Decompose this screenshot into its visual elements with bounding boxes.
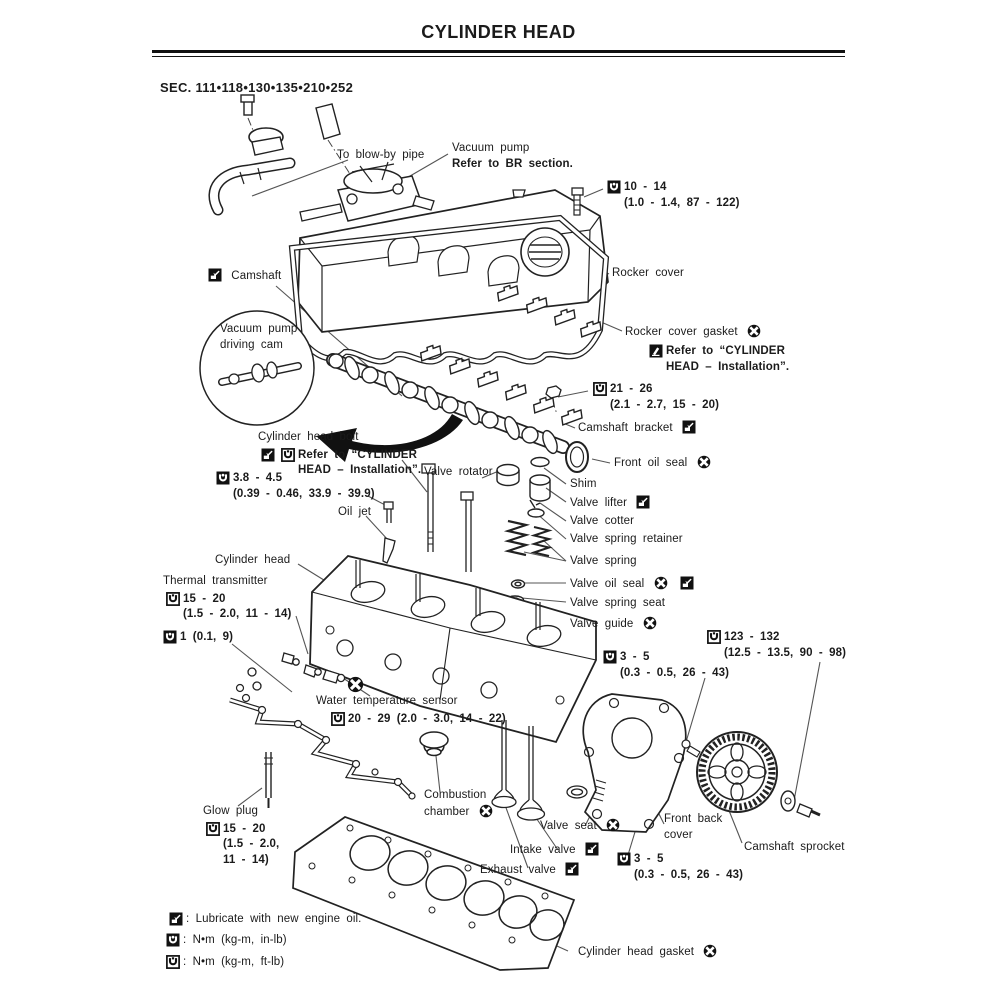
replace-icon [703,944,717,958]
label-exhaust-valve: Exhaust valve [480,862,582,879]
torque-ftlb-icon [593,382,607,396]
lubricate-icon [636,495,650,509]
replace-icon [747,324,761,338]
lubricate-icon [682,420,696,434]
replace-icon [606,818,620,832]
label-cylinder-head-bolt: Cylinder head bolt Refer to “CYLINDER HE… [258,431,422,477]
section-code: SEC. 111•118•130•135•210•252 [160,80,354,95]
label-valve-oil-seal: Valve oil seal [570,576,697,593]
torque-inlb-icon [603,650,617,664]
torque-ftlb-icon [331,711,345,726]
page-title: CYLINDER HEAD [421,22,576,42]
legend-lubricate: : Lubricate with new engine oil. [166,912,361,928]
lubricate-icon [169,912,183,926]
lubricate-icon [565,862,579,876]
legend-torque-inlb: : N•m (kg-m, in-lb) [163,933,287,949]
replace-icon [654,576,668,590]
label-front-back-cover: Front back cover [664,813,723,841]
rocker-cover-gasket-drawing [288,214,610,365]
replace-icon [347,676,364,693]
head-gasket-drawing [292,816,576,971]
torque-inlb-icon [216,471,230,485]
callout-cover-torque: 3 - 5 (0.3 - 0.5, 26 - 43) [600,650,729,681]
header-rule-thin [152,56,845,57]
label-oil-jet: Oil jet [338,506,372,518]
label-water-temperature-sensor: Water temperature sensor 20 - 29 (2.0 - … [316,695,506,726]
label-shim: Shim [570,478,597,490]
callout-oil-jet-torque: 3.8 - 4.5 (0.39 - 0.46, 33.9 - 39.9) [213,471,375,502]
sensors-drawing [247,652,346,691]
label-vacuum-pump: Vacuum pump Refer to BR section. [452,142,573,170]
header-rule-thick [152,50,845,53]
torque-inlb-icon [163,630,177,644]
lubricate-icon [680,576,694,590]
legend-torque-ftlb: : N•m (kg-m, ft-lb) [163,955,284,971]
label-valve-guide: Valve guide [570,616,660,633]
label-valve-seat: Valve seat [540,818,623,835]
label-valve-cotter: Valve cotter [570,515,635,527]
torque-inlb-icon [166,933,180,947]
torque-ftlb-icon [166,955,180,969]
driving-cam-inset-drawing [199,310,463,462]
label-valve-lifter: Valve lifter [570,495,653,512]
vacuum-pump-drawing [299,161,435,222]
label-valve-spring-seat: Valve spring seat [570,597,666,609]
camshaft-drawing [326,353,570,455]
label-combustion-chamber: Combustion chamber [424,788,496,820]
head-bolts-drawing [382,463,474,572]
cylinder-head-drawing [309,555,597,744]
label-camshaft: Camshaft [205,268,281,285]
camshaft-sprocket-drawing [696,731,821,818]
note-gasket-refer: Refer to “CYLINDER HEAD – Installation”. [646,344,789,375]
torque-inlb-icon [607,180,621,194]
lubricate-icon [261,448,275,462]
label-camshaft-bracket: Camshaft bracket [578,420,699,437]
sealant-icon [649,344,663,358]
breather-parts-drawing [208,94,341,216]
label-blow-by-pipe: To blow-by pipe [337,149,425,161]
label-valve-spring: Valve spring [570,555,637,567]
label-intake-valve: Intake valve [510,842,602,859]
combustion-chamber-drawing [419,731,449,757]
replace-icon [643,616,657,630]
callout-seat-torque: 3 - 5 (0.3 - 0.5, 26 - 43) [614,852,743,883]
label-valve-rotator: Valve rotator [424,466,493,478]
callout-small-torque: 1 (0.1, 9) [160,630,233,646]
torque-ftlb-icon [707,630,721,644]
label-rocker-cover: Rocker cover [612,267,684,279]
torque-ftlb-icon [166,591,180,606]
front-oil-seal-drawing [565,441,589,473]
label-camshaft-sprocket: Camshaft sprocket [744,841,845,853]
label-cylinder-head-gasket: Cylinder head gasket [578,944,720,961]
replace-icon [697,455,711,469]
glow-plug-rail-drawing [229,683,416,808]
camshaft-brackets-drawing [419,283,603,426]
label-front-oil-seal: Front oil seal [614,455,714,472]
torque-ftlb-icon [206,821,220,836]
rocker-cover-drawing [297,187,609,333]
front-back-cover-drawing [582,693,701,833]
lubricate-icon [585,842,599,856]
callout-rocker-bolt-torque: 10 - 14 (1.0 - 1.4, 87 - 122) [604,180,740,211]
label-thermal-transmitter: Thermal transmitter 15 - 20 (1.5 - 2.0, … [163,575,292,621]
label-valve-spring-retainer: Valve spring retainer [570,533,683,545]
callout-sprocket-torque: 123 - 132 (12.5 - 13.5, 90 - 98) [704,630,846,661]
torque-inlb-icon [617,852,631,866]
label-glow-plug: Glow plug 15 - 20 (1.5 - 2.0, 11 - 14) [203,805,280,866]
label-vacuum-pump-driving-cam: Vacuum pump driving cam [220,323,298,351]
torque-ftlb-icon [281,447,295,462]
label-rocker-cover-gasket: Rocker cover gasket [625,324,764,341]
lubricate-icon [208,268,222,282]
replace-icon [479,804,493,818]
label-cylinder-head: Cylinder head [215,554,291,566]
callout-bracket-torque: 21 - 26 (2.1 - 2.7, 15 - 20) [590,382,719,413]
